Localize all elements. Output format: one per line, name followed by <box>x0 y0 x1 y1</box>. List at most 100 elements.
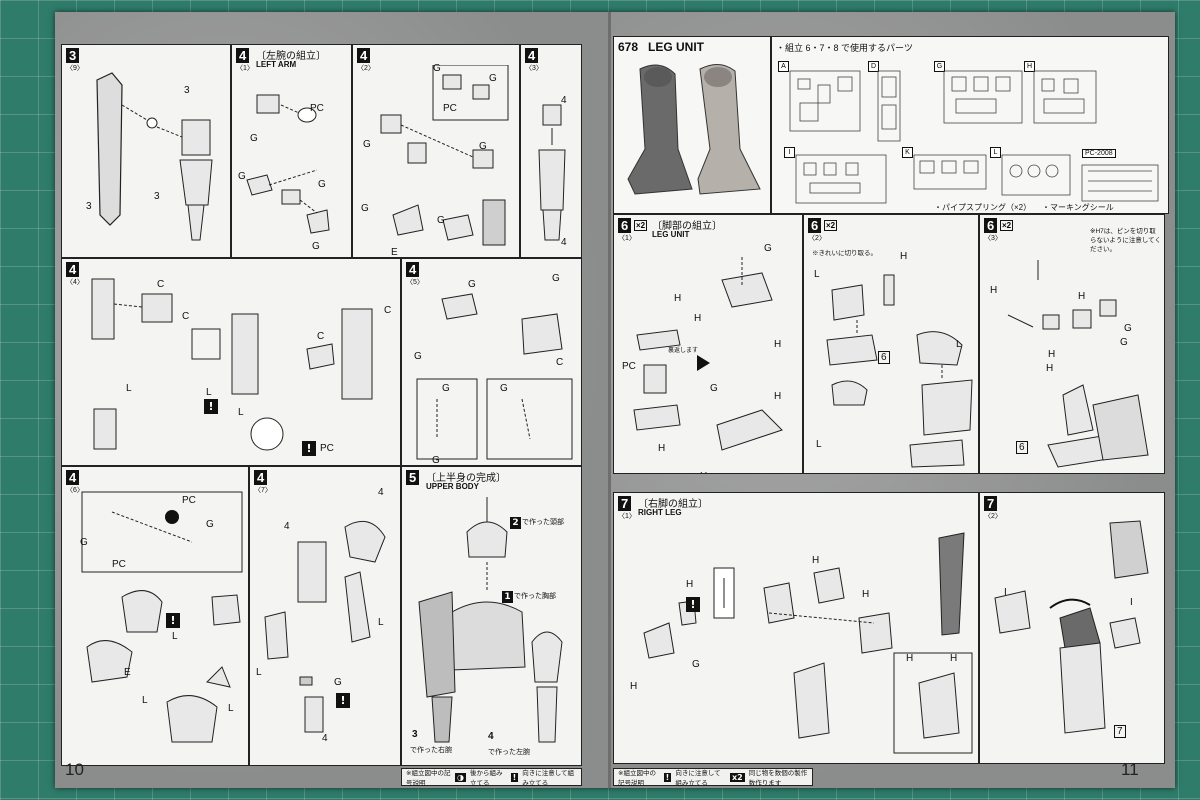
step-note: 裏返します <box>668 348 699 354</box>
step-4-6-panel: 4 〈6〉 PC G G PC ! L E L L <box>61 466 249 766</box>
step-title-en: LEG UNIT <box>652 230 690 239</box>
legend-text: 同じ物を数個の製作数作ります <box>748 769 808 787</box>
step-sub: 〈2〉 <box>984 513 1002 520</box>
step-number: 7 <box>984 496 998 511</box>
step-4-1-panel: 4 〈1〉 〔左腕の組立〕 LEFT ARM PC G G G G <box>231 44 352 258</box>
step-title-en: LEFT ARM <box>256 60 297 69</box>
step-ref-badge: 3 <box>412 729 418 740</box>
part-label: E <box>391 247 398 258</box>
part-label: G <box>710 383 718 394</box>
part-label: 4 <box>561 95 567 106</box>
arm-armor-sketch <box>264 520 386 733</box>
upper-body-sketch <box>418 497 563 743</box>
step-title-jp: 〔右脚の組立〕 <box>638 499 708 510</box>
step-number: 6 <box>618 218 632 233</box>
forearm-sketch <box>380 65 509 246</box>
part-label: I <box>1004 587 1007 598</box>
step-sub: 〈3〉 <box>525 65 543 72</box>
legend-title: ※組立図中の記号説明 <box>406 769 451 787</box>
step-title-jp: 〔脚部の組立〕 <box>652 221 722 232</box>
step-6-2-panel: 6 〈2〉 ×2 ※きれいに切り取る。 H L 6 L L L <box>803 214 979 474</box>
shoulder-armor-sketch <box>81 491 243 743</box>
step-number: 3 <box>66 48 80 63</box>
part-label: G <box>552 273 560 284</box>
left-page: 3 〈9〉 3 3 3 4 〈1〉 〔左腕の組立〕 LEFT ARM <box>55 12 611 788</box>
step-title-jp: 〔左腕の組立〕 <box>256 51 326 62</box>
part-label: H <box>686 579 694 590</box>
part-label: L <box>378 617 384 628</box>
part-label: PC <box>622 361 636 372</box>
step-number: 6 <box>984 218 998 233</box>
leg-assembly-sketch <box>994 520 1149 734</box>
part-label: G <box>312 241 320 252</box>
step-number: 4 <box>254 470 268 485</box>
warning-icon: ! <box>336 693 350 708</box>
part-label: G <box>1124 323 1132 334</box>
hand-sketch <box>416 293 573 460</box>
part-label: H <box>1048 349 1056 360</box>
step-sub: 〈2〉 <box>808 235 826 242</box>
step-4-4-panel: 4 〈4〉 C C C C L L L ! PC ! <box>61 258 401 466</box>
part-label: 3 <box>86 201 92 212</box>
step-ref-badge: 2 <box>510 517 521 529</box>
page-number: 11 <box>1121 760 1139 779</box>
legend-title: ※組立図中の記号説明 <box>618 769 656 787</box>
step-number: 4 <box>66 262 80 277</box>
part-label: L <box>238 407 244 418</box>
step-sub: 〈5〉 <box>406 279 424 286</box>
step-sub: 〈1〉 <box>618 235 636 242</box>
legend-symbol: ! <box>510 772 519 782</box>
step-number: 4 <box>236 48 250 63</box>
symbol-legend: ※組立図中の記号説明 ! 向きに注意して組み立てる x2 同じ物を数個の製作数作… <box>613 768 813 787</box>
shoulder-sketch <box>91 278 373 451</box>
part-label: L <box>256 667 262 678</box>
step-number: 4 <box>357 48 371 63</box>
leg-armor-sketch <box>826 274 973 468</box>
ankle-sketch <box>1007 260 1149 468</box>
step-number: 7 <box>618 496 632 511</box>
part-label: 4 <box>322 733 328 744</box>
legend-symbol: x2 <box>730 772 745 782</box>
part-label: G <box>238 171 246 182</box>
step-sub: 〈1〉 <box>236 65 254 72</box>
step-note: で作った胸部 <box>514 593 556 600</box>
part-label: H <box>658 443 666 454</box>
multiplier-badge: ×2 <box>1000 220 1014 231</box>
legend-symbol: ! <box>663 772 672 782</box>
part-label: G <box>432 455 440 466</box>
part-label: 3 <box>184 85 190 96</box>
step-title-en: UPPER BODY <box>426 482 479 491</box>
step-6-3-panel: 6 〈3〉 ×2 ※H7は、ピンを切り取らないように注意してください。 H H … <box>979 214 1165 474</box>
step-number: 6 <box>808 218 822 233</box>
part-label: H <box>700 471 707 473</box>
warning-icon: ! <box>686 597 700 612</box>
step-number: 4 <box>406 262 420 277</box>
part-label: G <box>437 215 445 226</box>
step-sub: 〈1〉 <box>618 513 636 520</box>
part-label: H <box>774 339 782 350</box>
multiplier-badge: ×2 <box>634 220 648 231</box>
part-label: G <box>692 659 700 670</box>
step-4-2-panel: 4 〈2〉 G G PC G G G G E <box>352 44 520 258</box>
arm-assembly-sketch <box>96 72 213 241</box>
runner-sprues-sketch <box>789 70 1159 204</box>
step-4-7-panel: 4 〈7〉 4 4 L L G ! 4 <box>249 466 401 766</box>
part-label: H <box>630 681 638 692</box>
footnote: ・パイプスプリング（×2） <box>934 203 1032 212</box>
part-label: G <box>80 537 88 548</box>
part-label: G <box>1120 337 1128 348</box>
step-number: 5 <box>406 470 420 485</box>
part-label: C <box>384 305 392 316</box>
step-7-1-panel: 7 〈1〉 〔右脚の組立〕 RIGHT LEG H ! H H <box>613 492 979 764</box>
part-label: G <box>442 383 450 394</box>
right-page: 678 LEG UNIT ・組立 6・7・8 で使用するパーツ A D G H … <box>611 12 1175 788</box>
legend-text: 向きに注意して組み立てる <box>675 769 721 787</box>
part-label: I <box>1130 597 1133 608</box>
part-label: H <box>674 293 682 304</box>
step-number: 4 <box>525 48 539 63</box>
step-7-2-panel: 7 〈2〉 I I 7 <box>979 492 1165 764</box>
part-label: 4 <box>561 237 567 248</box>
parts-list-panel: ・組立 6・7・8 で使用するパーツ A D G H I K L <box>771 36 1169 214</box>
step-ref-label: 6 <box>878 351 890 364</box>
part-label: L <box>956 339 962 350</box>
